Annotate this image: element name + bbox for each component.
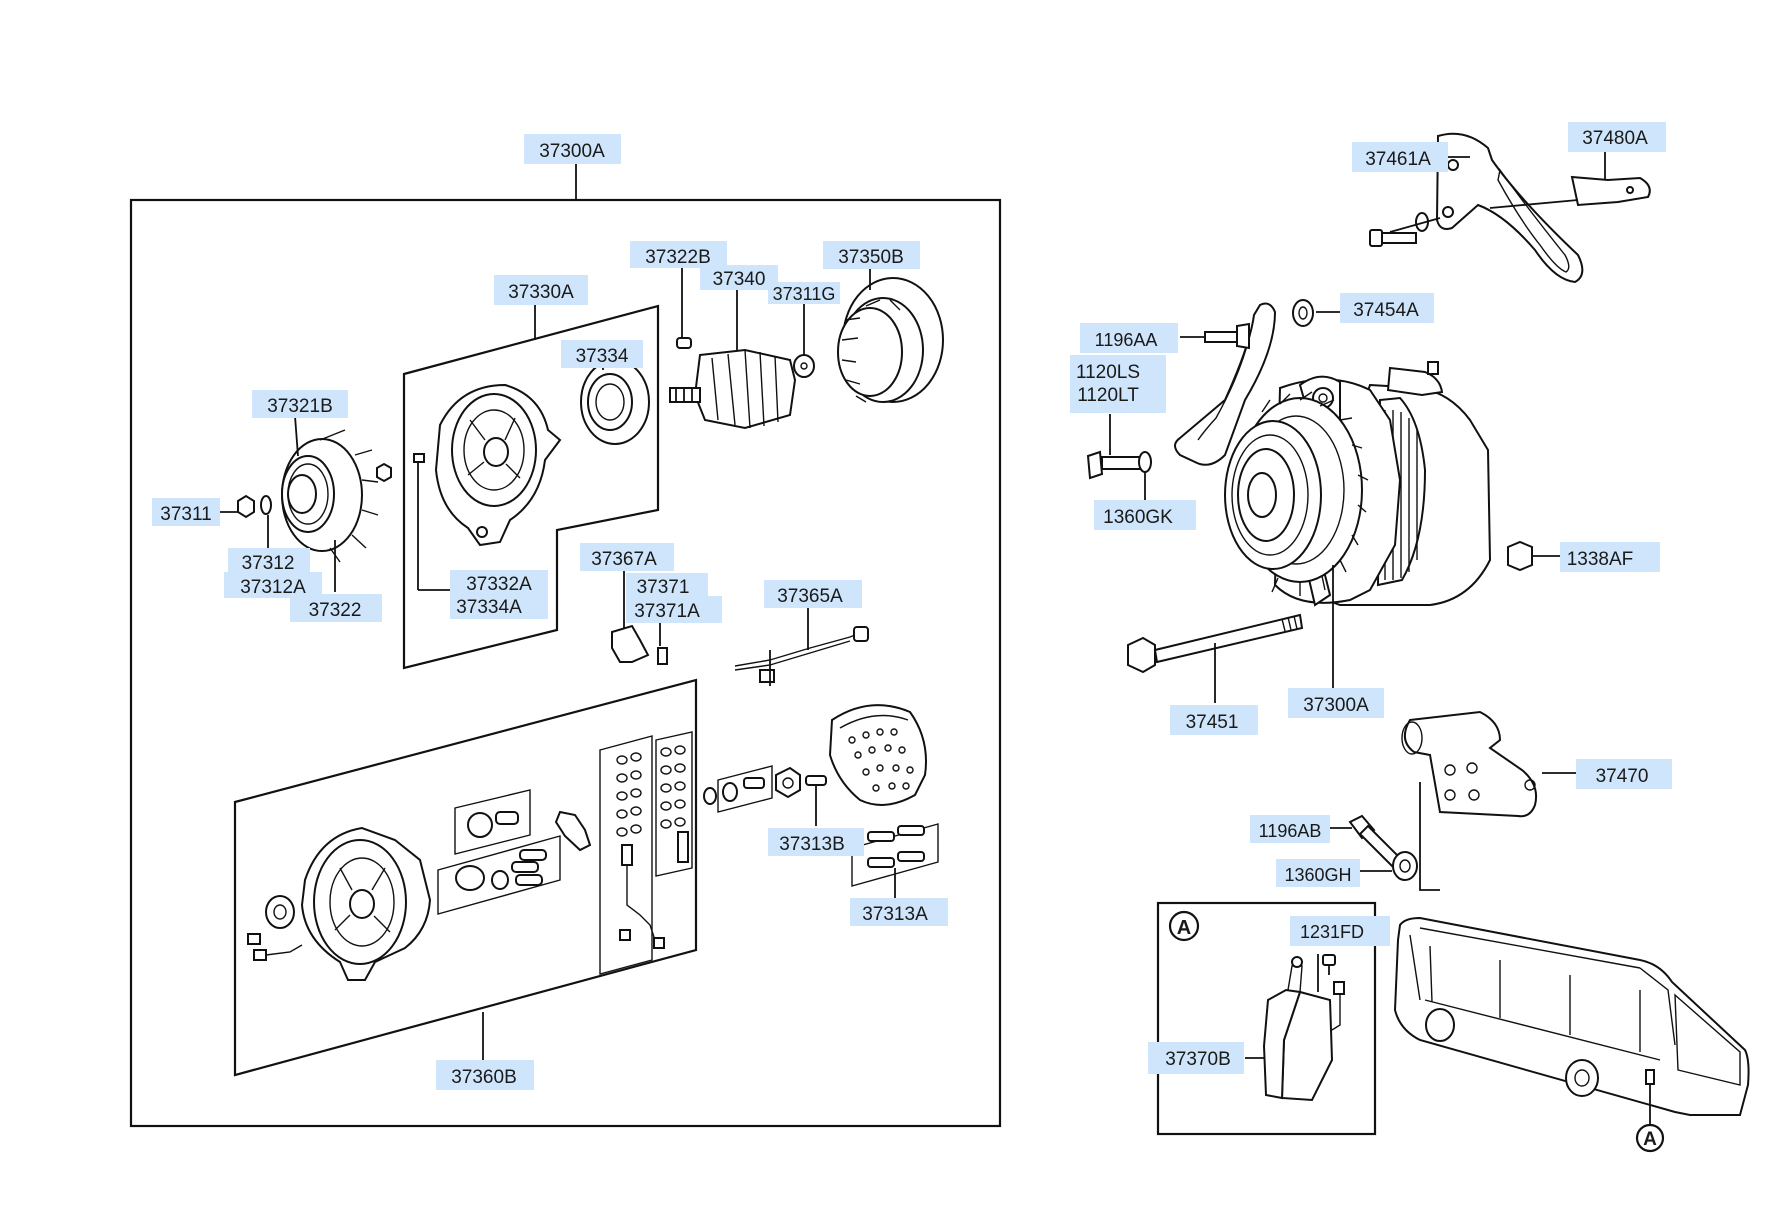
panel-37330A — [402, 304, 660, 670]
stator-37350B-part — [837, 277, 944, 403]
regulator-plate-parts — [437, 789, 592, 915]
label-37350B: 37350B — [838, 247, 904, 268]
washer-1360GK-part — [1138, 451, 1152, 473]
bus-illustration — [1393, 916, 1750, 1124]
bracket-37480A-part — [1570, 175, 1651, 207]
label-37334: 37334 — [576, 346, 629, 367]
label-37300A-main: 37300A — [539, 141, 605, 162]
terminal-bolt-parts — [703, 765, 827, 813]
label-37480A: 37480A — [1582, 128, 1648, 149]
bracket-37461A-part — [1435, 132, 1584, 284]
bolt-set-37313A-part — [851, 823, 939, 887]
front-housing-part — [434, 383, 562, 547]
label-37367A: 37367A — [591, 549, 657, 570]
bracket-alignment-axis — [1489, 199, 1579, 209]
label-37330A: 37330A — [508, 282, 574, 303]
washer-37312-part — [260, 495, 272, 515]
bolt-washer-bracket-part — [1369, 212, 1429, 247]
regulator-37370B-part — [1262, 956, 1345, 1102]
label-37360B: 37360B — [451, 1067, 517, 1088]
washer-37454A-part — [1292, 299, 1314, 327]
label-1231FD: 1231FD — [1300, 922, 1364, 942]
mount-bracket-37470-part — [1401, 710, 1538, 818]
bolt-1120LS-part — [1086, 450, 1141, 480]
label-37370B: 37370B — [1165, 1049, 1231, 1070]
pulley-fan-part — [281, 429, 379, 563]
detail-a-frame — [1156, 901, 1377, 1136]
label-37470: 37470 — [1596, 766, 1649, 787]
label-37311G: 37311G — [773, 284, 836, 304]
label-1360GH: 1360GH — [1284, 865, 1351, 885]
label-37340: 37340 — [713, 269, 766, 290]
alternator-pulley-part — [1224, 420, 1322, 570]
callout-a-box-circle — [1168, 910, 1200, 942]
alternator-assembly-part — [1224, 361, 1492, 607]
part-labels: 37300A 37330A 37322B 37340 37311G 37350B… — [152, 122, 1672, 1090]
label-37332A: 37332A — [466, 574, 532, 595]
small-nut-part — [376, 462, 392, 483]
washer-37311G-part — [793, 354, 815, 378]
nut-37311-part — [237, 494, 255, 519]
long-bolt-37451-part — [1127, 613, 1304, 674]
rear-housing-part — [247, 826, 432, 981]
screw-1231FD-part — [1322, 954, 1336, 975]
brush-holder-37367A-part — [611, 624, 668, 665]
label-1338AF: 1338AF — [1567, 549, 1634, 570]
rear-cover-part — [828, 704, 927, 806]
label-37313A: 37313A — [862, 904, 928, 925]
label-37311: 37311 — [160, 504, 211, 525]
label-37312: 37312 — [242, 553, 295, 574]
callout-a-bus-circle — [1635, 1123, 1665, 1153]
label-37371: 37371 — [637, 577, 690, 598]
label-37454A: 37454A — [1353, 300, 1419, 321]
label-37334A: 37334A — [456, 597, 522, 618]
label-37313B: 37313B — [779, 834, 845, 855]
label-1120LS: 1120LS — [1076, 362, 1140, 383]
label-37365A: 37365A — [777, 586, 843, 607]
key-37322B-part — [676, 337, 692, 349]
label-37322B: 37322B — [645, 247, 711, 268]
callout-a-box: A — [1177, 917, 1191, 939]
label-1196AB: 1196AB — [1259, 821, 1322, 841]
bolt-1196AA-part — [1204, 322, 1250, 350]
rotor-37340-part — [669, 348, 797, 430]
bolt-1196AB-part — [1348, 814, 1402, 868]
label-37300A-assy: 37300A — [1303, 695, 1369, 716]
label-1196AA: 1196AA — [1095, 330, 1158, 350]
panel-37360B — [233, 678, 698, 1077]
label-37461A: 37461A — [1365, 149, 1431, 170]
nut-1338AF-part — [1507, 540, 1533, 572]
label-37312A: 37312A — [240, 577, 306, 598]
label-37451: 37451 — [1186, 712, 1239, 733]
label-37322: 37322 — [309, 600, 362, 621]
rectifier-strip-part — [599, 731, 693, 975]
bearing-37334-part — [580, 359, 650, 445]
screw-37332A-part — [413, 453, 425, 590]
callout-a-bus: A — [1643, 1129, 1657, 1150]
bracket-mount-axis — [1419, 782, 1440, 891]
washer-1360GH-part — [1392, 851, 1418, 881]
label-1360GK: 1360GK — [1103, 507, 1173, 528]
wire-harness-37365A-part — [734, 626, 869, 686]
label-1120LT: 1120LT — [1077, 385, 1139, 406]
leader-37321B — [294, 415, 299, 457]
label-37371A: 37371A — [634, 601, 700, 622]
label-37321B: 37321B — [267, 396, 333, 417]
alternator-exploded-view-frame — [129, 198, 1002, 1128]
bracket-fastener-axis — [1389, 217, 1441, 233]
